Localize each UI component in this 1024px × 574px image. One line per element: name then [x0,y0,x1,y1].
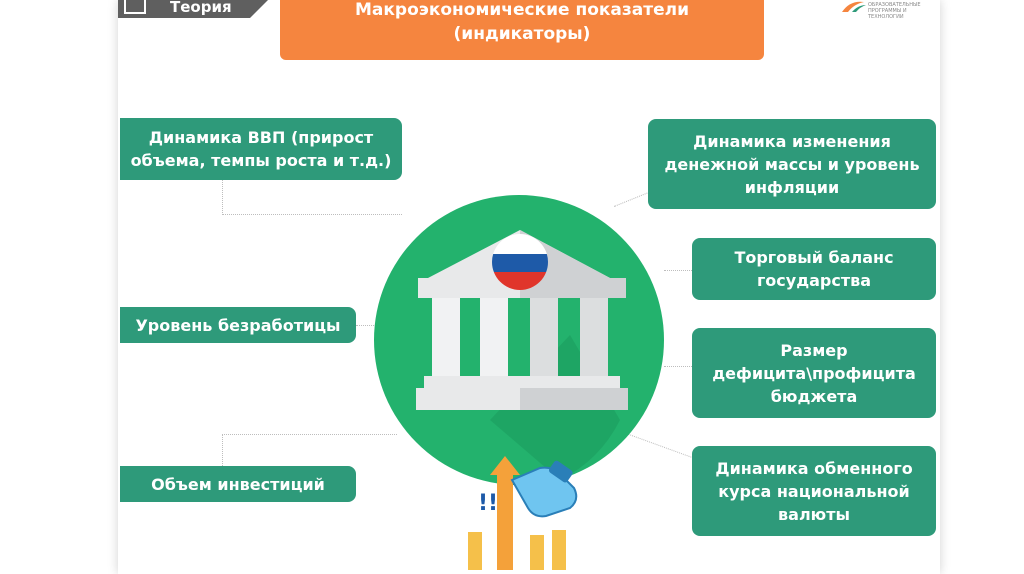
logo-text: ОБРАЗОВАТЕЛЬНЫЕ ПРОГРАММЫ И ТЕХНОЛОГИИ [868,2,921,20]
indicator-investment-label: Объем инвестиций [151,474,325,494]
russian-flag-icon [492,234,548,290]
page-title: Макроэкономические показатели [354,0,689,20]
section-tab: Теория [118,0,268,18]
indicator-money-line3: инфляции [744,177,840,197]
indicator-unemployment-label: Уровень безработицы [135,315,341,335]
indicator-budget-line3: бюджета [770,386,858,406]
book-icon [124,0,146,14]
connector-line [356,325,384,326]
growth-arrow-icon [490,456,520,570]
indicator-box-budget: Размер дефицита\профицита бюджета [692,328,936,418]
pointing-hand-icon [510,460,578,518]
indicator-budget-line1: Размер [780,340,848,360]
title-banner: Макроэкономические показатели (индикатор… [280,0,764,60]
connector-line [222,214,402,215]
indicator-box-money-supply: Динамика изменения денежной массы и уров… [648,119,936,209]
government-building-illustration: !! [374,195,664,570]
indicator-trade-line2: государства [756,271,872,290]
exclamation-icon: !! [478,491,498,516]
indicator-box-exchange-rate: Динамика обменного курса национальной ва… [692,446,936,536]
indicator-fx-line3: валюты [778,504,850,524]
bar-icon [468,532,482,570]
indicator-box-investment: Объем инвестиций [120,466,356,502]
indicator-gdp-line1: Динамика ВВП (прирост [148,128,374,147]
connector-line [222,180,223,215]
indicator-budget-line2: дефицита\профицита [712,363,916,383]
bar-icon [530,535,544,570]
indicator-box-gdp: Динамика ВВП (прирост объема, темпы рост… [120,118,402,180]
indicator-money-line1: Динамика изменения [693,131,891,151]
indicator-gdp-line2: объема, темпы роста и т.д.) [130,151,392,170]
indicator-box-unemployment: Уровень безработицы [120,307,356,343]
connector-line [664,270,692,271]
logo-icon [842,1,866,12]
connector-line [222,434,223,466]
page-subtitle: (индикаторы) [453,24,591,44]
bar-icon [552,530,566,570]
indicator-fx-line2: курса национальной [718,481,910,501]
indicator-money-line2: денежной массы и уровень [664,154,920,174]
connector-line [222,434,397,435]
section-tab-label: Теория [170,0,232,16]
indicator-box-trade-balance: Торговый баланс государства [692,238,936,300]
indicator-fx-line1: Динамика обменного [715,458,913,478]
indicator-trade-line1: Торговый баланс [734,248,894,267]
connector-line [664,366,692,367]
